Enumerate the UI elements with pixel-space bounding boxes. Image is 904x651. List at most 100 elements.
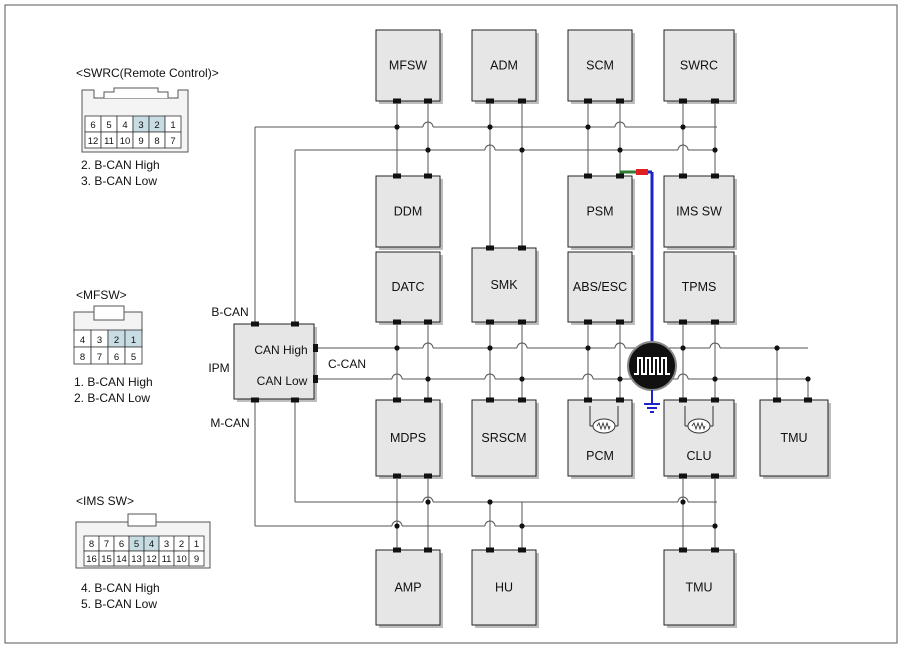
module-label-tmu_right: TMU bbox=[780, 431, 807, 445]
connector-pin-number: 3 bbox=[97, 335, 102, 346]
connector-pin-number: 9 bbox=[138, 136, 143, 147]
wire-junction bbox=[425, 147, 431, 153]
module-pin bbox=[393, 473, 401, 479]
module-pin bbox=[424, 473, 432, 479]
module-pin bbox=[711, 397, 719, 403]
module-pin bbox=[584, 98, 592, 104]
module-pin bbox=[711, 319, 719, 325]
swrc-connector-latch bbox=[103, 87, 169, 98]
connector-pin-number: 12 bbox=[146, 554, 157, 565]
module-pcm bbox=[567, 399, 633, 477]
connector-pin-cell bbox=[164, 131, 182, 149]
module-scm bbox=[567, 29, 633, 102]
ipm-pin bbox=[313, 375, 318, 383]
module-label-mdps: MDPS bbox=[390, 431, 426, 445]
wire-junction bbox=[394, 345, 400, 351]
module-label-scm: SCM bbox=[586, 59, 614, 73]
resistor-zigzag-icon bbox=[596, 421, 611, 431]
connector-pin-number: 7 bbox=[97, 352, 102, 363]
connector-pin-number: 7 bbox=[104, 539, 109, 550]
module-hu bbox=[471, 549, 537, 626]
mfsw-connector-title: <MFSW> bbox=[76, 288, 127, 302]
module-tpms bbox=[663, 251, 735, 323]
module-pin bbox=[393, 547, 401, 553]
module-pin bbox=[711, 473, 719, 479]
connector-pin-number: 8 bbox=[89, 539, 94, 550]
connector-pin-number: 3 bbox=[138, 120, 143, 131]
module-label-smk: SMK bbox=[490, 278, 518, 292]
connector-pin-number: 4 bbox=[122, 120, 127, 131]
module-label-clu: CLU bbox=[686, 449, 711, 463]
ims-sw-note-high: 4. B-CAN High bbox=[81, 581, 160, 595]
module-pin bbox=[424, 397, 432, 403]
module-swrc bbox=[663, 29, 735, 102]
module-pin bbox=[518, 547, 526, 553]
connector-pin-number: 2 bbox=[154, 120, 159, 131]
connector-pin-number: 13 bbox=[131, 554, 142, 565]
module-tmu_bottom bbox=[663, 549, 735, 626]
module-pin bbox=[424, 98, 432, 104]
wire-junction bbox=[394, 124, 400, 130]
module-pin bbox=[486, 319, 494, 325]
module-pin bbox=[518, 245, 526, 251]
connector-pin-number: 2 bbox=[114, 335, 119, 346]
wire-junction bbox=[680, 124, 686, 130]
module-pin bbox=[584, 173, 592, 179]
module-pin bbox=[393, 173, 401, 179]
swrc-note-high: 2. B-CAN High bbox=[81, 158, 160, 172]
module-mfsw bbox=[375, 29, 441, 102]
module-pin bbox=[291, 321, 299, 327]
connector-pin-cell bbox=[188, 550, 205, 567]
module-pin bbox=[518, 319, 526, 325]
module-pin bbox=[616, 173, 624, 179]
mfsw-connector-latch bbox=[93, 305, 125, 321]
module-pin bbox=[393, 98, 401, 104]
wiring-layer bbox=[254, 101, 811, 550]
oscilloscope-probe bbox=[620, 169, 677, 413]
module-tmu_right bbox=[759, 399, 829, 477]
module-pin bbox=[616, 397, 624, 403]
ipm-can-low-label: CAN Low bbox=[257, 374, 308, 388]
connector-pin-number: 2 bbox=[179, 539, 184, 550]
module-pin bbox=[424, 319, 432, 325]
connector-pin-number: 4 bbox=[80, 335, 85, 346]
module-pin bbox=[486, 98, 494, 104]
wire-junction bbox=[712, 147, 718, 153]
module-label-pcm: PCM bbox=[586, 449, 614, 463]
module-pin bbox=[679, 173, 687, 179]
module-ddm bbox=[375, 175, 441, 248]
module-pin bbox=[584, 319, 592, 325]
connector-pin-number: 1 bbox=[131, 335, 136, 346]
connector-pin-number: 1 bbox=[170, 120, 175, 131]
module-label-tpms: TPMS bbox=[682, 280, 717, 294]
connector-pin-cell bbox=[124, 346, 143, 365]
module-label-psm: PSM bbox=[586, 205, 613, 219]
module-pin bbox=[679, 319, 687, 325]
module-label-ims_sw: IMS SW bbox=[676, 205, 722, 219]
connector-pin-number: 12 bbox=[88, 136, 99, 147]
ipm-label: IPM bbox=[208, 361, 229, 375]
connector-pin-number: 1 bbox=[194, 539, 199, 550]
mfsw-note-low: 2. B-CAN Low bbox=[74, 391, 150, 405]
module-adm bbox=[471, 29, 537, 102]
ipm-can-high-label: CAN High bbox=[254, 343, 307, 357]
connector-pin-number: 6 bbox=[90, 120, 95, 131]
module-clu bbox=[663, 399, 735, 477]
module-datc bbox=[375, 251, 441, 323]
wire-junction bbox=[805, 376, 811, 382]
connector-pin-number: 5 bbox=[131, 352, 136, 363]
connector-pin-number: 6 bbox=[114, 352, 119, 363]
wire-junction bbox=[394, 523, 400, 529]
wire-junction bbox=[774, 345, 780, 351]
ims-sw-note-low: 5. B-CAN Low bbox=[81, 597, 157, 611]
module-abs_esc bbox=[567, 251, 633, 323]
connector-pin-number: 5 bbox=[134, 539, 139, 550]
m-can-label: M-CAN bbox=[210, 416, 249, 430]
wire-junction bbox=[585, 345, 591, 351]
module-pin bbox=[679, 397, 687, 403]
ims-sw-connector-latch bbox=[127, 513, 157, 527]
module-label-srscm: SRSCM bbox=[481, 431, 526, 445]
